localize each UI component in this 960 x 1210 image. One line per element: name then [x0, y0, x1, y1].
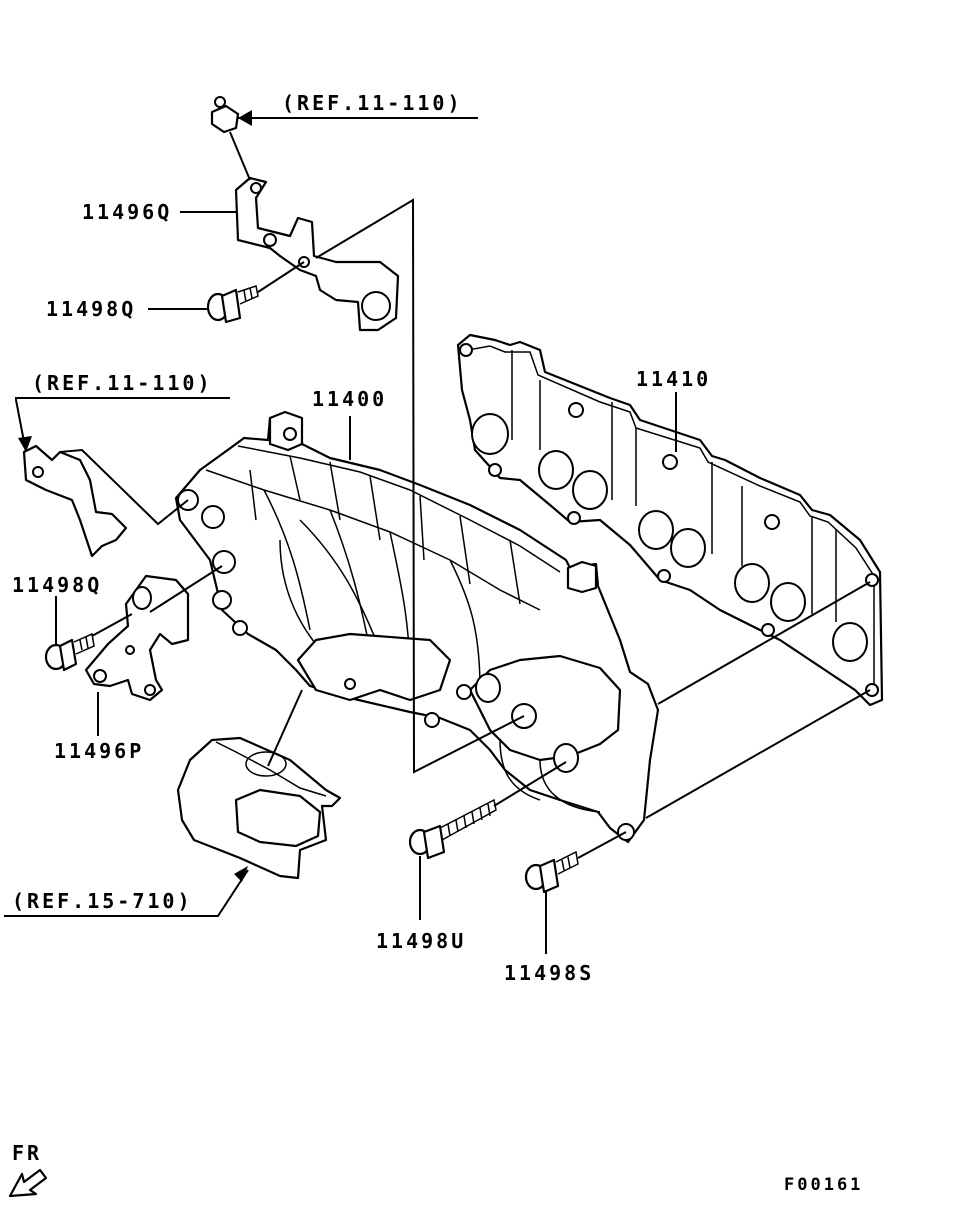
bracket-11496Q — [234, 176, 400, 332]
bolt-11498U — [408, 798, 497, 860]
arrow-down-left-icon — [8, 1168, 48, 1198]
part-11498S-label: 11498S — [504, 961, 594, 985]
bracket-left-ref — [22, 444, 128, 558]
bolt-11498Q-top — [206, 285, 259, 324]
part-11498Q-top-label: 11498Q — [46, 297, 136, 321]
part-11410-label: 11410 — [636, 367, 711, 391]
front-indicator-label: FR — [12, 1141, 42, 1165]
leader-lines — [4, 110, 871, 954]
intake-manifold-11400 — [174, 410, 660, 844]
throttle-body-ref — [176, 736, 342, 880]
bracket-11496P — [84, 574, 190, 702]
part-11498U-label: 11498U — [376, 929, 466, 953]
bolt-11498S — [524, 850, 579, 894]
ref-11-110-top-label: (REF.11-110) — [282, 91, 463, 115]
part-11498Q-left-label: 11498Q — [12, 573, 102, 597]
part-11400-label: 11400 — [312, 387, 387, 411]
gasket-11410 — [456, 333, 884, 707]
bolt-11498Q-left — [44, 632, 95, 672]
part-11496P-label: 11496P — [54, 739, 144, 763]
sensor-top — [210, 96, 251, 181]
part-11496Q-label: 11496Q — [82, 200, 172, 224]
figure-code-label: F00161 — [784, 1175, 863, 1195]
ref-11-110-left-label: (REF.11-110) — [32, 371, 213, 395]
ref-15-710-label: (REF.15-710) — [12, 889, 193, 913]
part-labels: (REF.11-110) 11496Q 11498Q (REF.11-110) … — [12, 91, 863, 1195]
